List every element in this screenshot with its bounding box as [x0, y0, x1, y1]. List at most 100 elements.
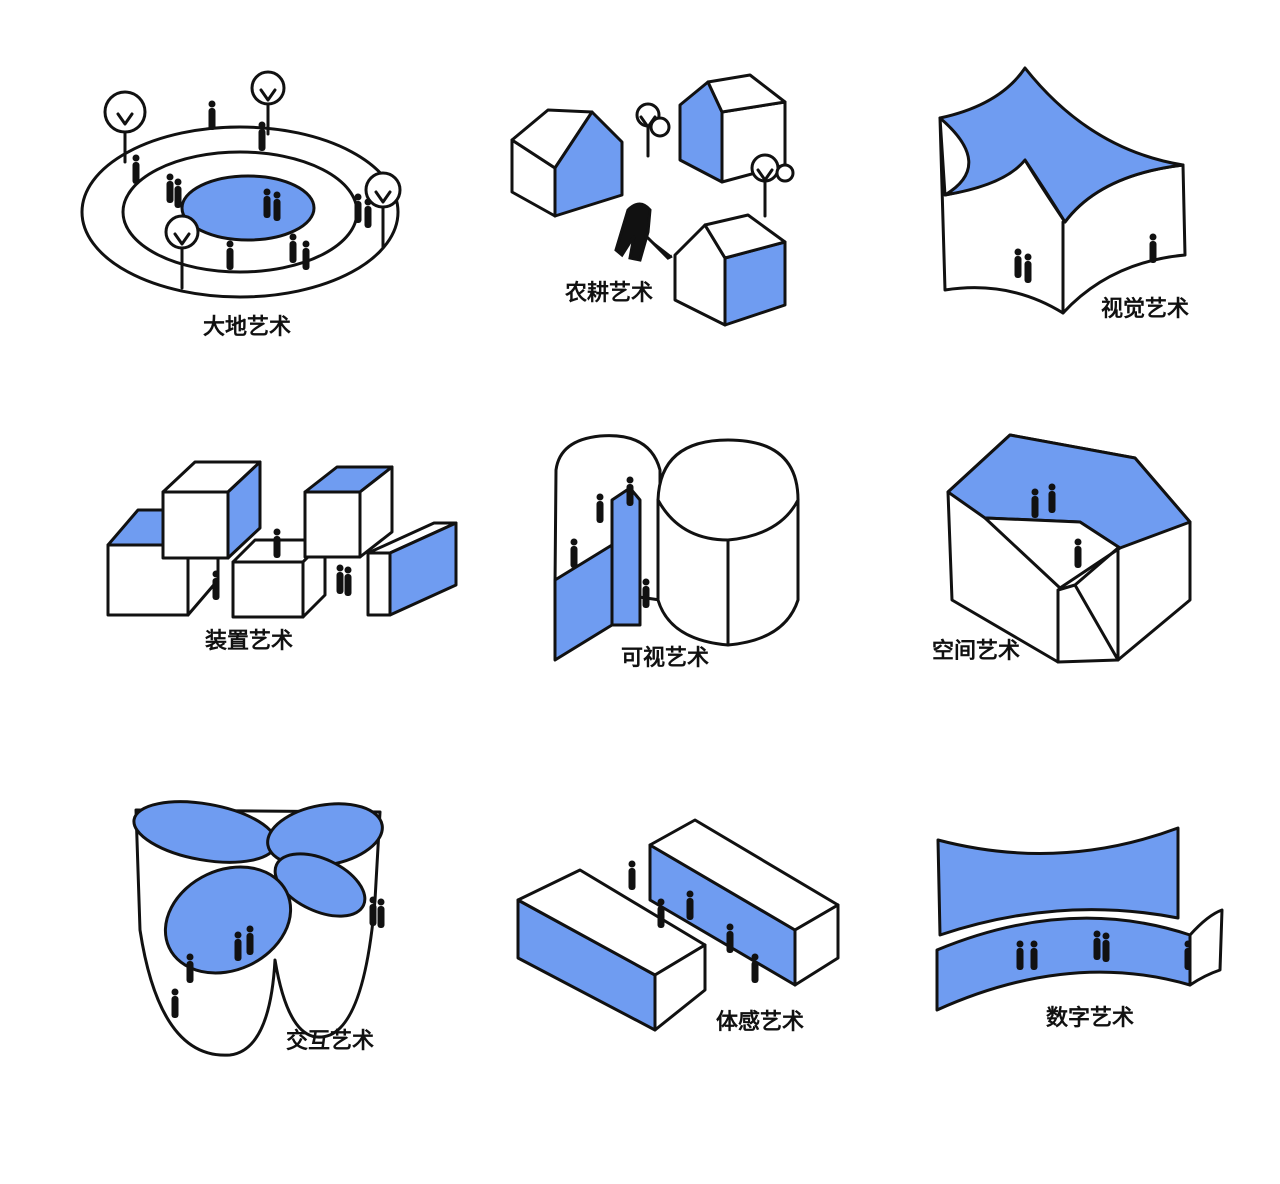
person-body	[642, 586, 650, 608]
person-head	[289, 233, 297, 241]
tree-branch	[173, 232, 191, 246]
house-blue-gable	[553, 110, 624, 218]
person-head	[1093, 930, 1101, 938]
tree-crown	[364, 171, 402, 209]
label-somatosensory-art: 体感艺术	[716, 1009, 804, 1035]
tree-crown	[750, 153, 780, 183]
person-body	[263, 196, 271, 218]
person-head	[596, 493, 604, 501]
tree-crown	[103, 90, 147, 134]
person-body	[596, 501, 604, 523]
person-body	[1093, 938, 1101, 960]
person-body	[208, 108, 216, 130]
person-body	[273, 199, 281, 221]
blue-curved-screen	[935, 916, 1192, 1012]
panel-somatosensory-art: 体感艺术	[516, 818, 840, 1035]
person-head	[626, 476, 634, 484]
person-body	[1074, 546, 1082, 568]
label-land-art: 大地艺术	[203, 314, 291, 340]
house-roof	[703, 213, 787, 260]
tree-crown	[649, 116, 671, 138]
cube-side	[358, 465, 394, 559]
person-body	[166, 181, 174, 203]
person-body	[171, 996, 179, 1018]
cube-front	[303, 490, 362, 559]
person-body	[226, 248, 234, 270]
cube-side	[388, 521, 458, 617]
person-body	[1031, 496, 1039, 518]
person-head	[1149, 233, 1157, 241]
person-body	[212, 578, 220, 600]
farmer-figure	[614, 202, 673, 262]
panel-interactive-art: 交互艺术	[132, 800, 384, 1057]
person-head	[642, 578, 650, 586]
person-head	[208, 100, 216, 108]
person-body	[1030, 948, 1038, 970]
person-body	[246, 933, 254, 955]
blue-inner-wall	[610, 486, 642, 627]
person-head	[258, 121, 266, 129]
cylinder-seam	[656, 498, 800, 647]
person-body	[1102, 940, 1110, 962]
tree-branch	[259, 88, 277, 102]
person-head	[166, 173, 174, 181]
person-head	[336, 564, 344, 572]
person-body	[302, 248, 310, 270]
label-interactive-art: 交互艺术	[286, 1028, 374, 1054]
person-body	[751, 961, 759, 983]
blue-top-screen	[936, 826, 1180, 937]
person-head	[1031, 488, 1039, 496]
person-body	[258, 129, 266, 151]
label-space-art: 空间艺术	[932, 638, 1020, 664]
person-head	[234, 931, 242, 939]
cube-side	[226, 460, 262, 560]
blue-canopy	[938, 66, 1185, 224]
person-head	[344, 566, 352, 574]
person-body	[186, 961, 194, 983]
person-head	[273, 191, 281, 199]
person-body	[1016, 948, 1024, 970]
person-body	[1024, 261, 1032, 283]
person-head	[174, 178, 182, 186]
box-end	[793, 903, 840, 987]
person-head	[364, 198, 372, 206]
panel-space-art: 空间艺术	[932, 433, 1192, 664]
blue-pond	[180, 174, 316, 242]
person-body	[234, 939, 242, 961]
person-head	[212, 570, 220, 578]
person-body	[377, 906, 385, 928]
tree-branch	[374, 190, 392, 204]
tree-branch	[116, 112, 134, 126]
screen-back	[1188, 908, 1224, 987]
person-body	[1149, 241, 1157, 263]
person-head	[570, 538, 578, 546]
person-head	[1074, 538, 1082, 546]
blue-petal	[163, 865, 293, 975]
person-head	[369, 896, 377, 904]
label-digital-art: 数字艺术	[1046, 1005, 1134, 1031]
person-body	[289, 241, 297, 263]
person-body	[364, 206, 372, 228]
person-head	[1016, 940, 1024, 948]
person-head	[273, 528, 281, 536]
person-body	[628, 868, 636, 890]
front-wall-folds	[1056, 546, 1120, 664]
person-body	[657, 906, 665, 928]
person-body	[1048, 491, 1056, 513]
room-floor	[983, 516, 1122, 590]
cube-front	[231, 560, 305, 619]
person-head	[354, 193, 362, 201]
label-visible-art: 可视艺术	[621, 645, 709, 671]
person-head	[628, 860, 636, 868]
panel-land-art: 大地艺术	[80, 70, 402, 340]
person-body	[626, 484, 634, 506]
person-head	[1014, 248, 1022, 256]
person-head	[657, 898, 665, 906]
person-head	[751, 953, 759, 961]
person-head	[1030, 940, 1038, 948]
person-head	[226, 240, 234, 248]
cube-front	[366, 551, 392, 617]
person-body	[174, 186, 182, 208]
tree-branch	[756, 168, 774, 182]
